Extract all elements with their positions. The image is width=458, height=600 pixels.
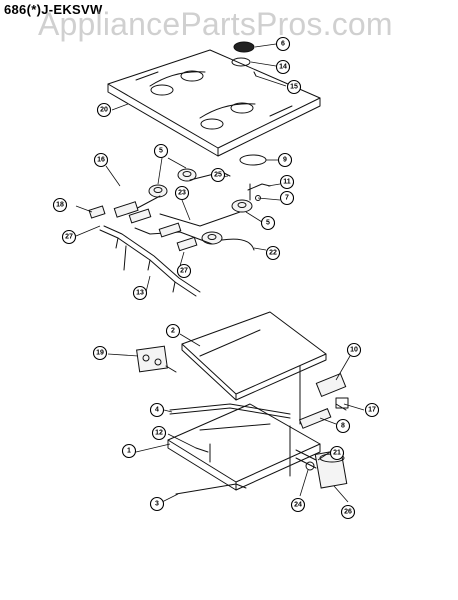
svg-text:21: 21	[333, 450, 341, 457]
screw-part	[253, 71, 257, 77]
callout-5-lower: 5	[260, 215, 276, 231]
svg-text:9: 9	[283, 157, 287, 164]
callout-24: 24	[290, 497, 306, 513]
svg-text:5: 5	[266, 220, 270, 227]
svg-text:8: 8	[341, 423, 345, 430]
callout-12: 12	[151, 425, 167, 441]
callout-7: 7	[279, 190, 295, 206]
callout-8: 8	[335, 418, 351, 434]
svg-text:10: 10	[350, 347, 358, 354]
svg-text:25: 25	[214, 172, 222, 179]
svg-text:6: 6	[281, 41, 285, 48]
callout-14: 14	[275, 59, 291, 75]
svg-text:17: 17	[368, 407, 376, 414]
callout-1: 1	[121, 443, 137, 459]
safety-valve-part	[298, 372, 349, 429]
svg-text:22: 22	[269, 250, 277, 257]
svg-text:27: 27	[180, 268, 188, 275]
watermark-text: AppliancePartsPros.com	[38, 6, 393, 42]
callout-9: 9	[277, 152, 293, 168]
svg-text:11: 11	[283, 179, 291, 186]
svg-text:19: 19	[96, 350, 104, 357]
callout-27-right: 27	[176, 263, 192, 279]
svg-text:23: 23	[178, 190, 186, 197]
callout-2: 2	[165, 323, 181, 339]
oven-burner-box	[167, 311, 327, 495]
svg-text:13: 13	[136, 290, 144, 297]
callout-20: 20	[96, 102, 112, 118]
svg-text:18: 18	[56, 202, 64, 209]
callout-5-upper: 5	[153, 143, 169, 159]
svg-text:7: 7	[285, 195, 289, 202]
svg-text:4: 4	[155, 407, 159, 414]
svg-text:20: 20	[100, 107, 108, 114]
callout-23: 23	[174, 185, 190, 201]
callout-19: 19	[92, 345, 108, 361]
svg-text:24: 24	[294, 502, 302, 509]
callout-22: 22	[265, 245, 281, 261]
svg-text:2: 2	[171, 328, 175, 335]
svg-text:5: 5	[159, 148, 163, 155]
callout-6: 6	[275, 36, 291, 52]
burner-assembly	[88, 154, 271, 297]
burner-cap-part	[233, 41, 255, 53]
callout-4: 4	[149, 402, 165, 418]
callout-25: 25	[210, 167, 226, 183]
svg-text:1: 1	[127, 448, 131, 455]
callout-15: 15	[286, 79, 302, 95]
svg-text:27: 27	[65, 234, 73, 241]
callout-17: 17	[364, 402, 380, 418]
callout-10: 10	[346, 342, 362, 358]
callout-18: 18	[52, 197, 68, 213]
svg-text:15: 15	[290, 84, 298, 91]
svg-text:3: 3	[155, 501, 159, 508]
callout-13: 13	[132, 285, 148, 301]
svg-text:14: 14	[279, 64, 287, 71]
burner-ring-part	[231, 57, 251, 67]
callout-21: 21	[329, 445, 345, 461]
svg-text:26: 26	[344, 509, 352, 516]
callout-27-left: 27	[61, 229, 77, 245]
thermostat-part	[136, 345, 177, 373]
callout-26: 26	[340, 504, 356, 520]
model-number-title: 686(*)J-EKSVW	[4, 2, 103, 17]
svg-text:12: 12	[155, 430, 163, 437]
callout-11: 11	[279, 174, 295, 190]
callout-3: 3	[149, 496, 165, 512]
callout-16: 16	[93, 152, 109, 168]
leader-lines	[75, 43, 365, 503]
cooktop-panel	[107, 49, 321, 157]
svg-text:16: 16	[97, 157, 105, 164]
